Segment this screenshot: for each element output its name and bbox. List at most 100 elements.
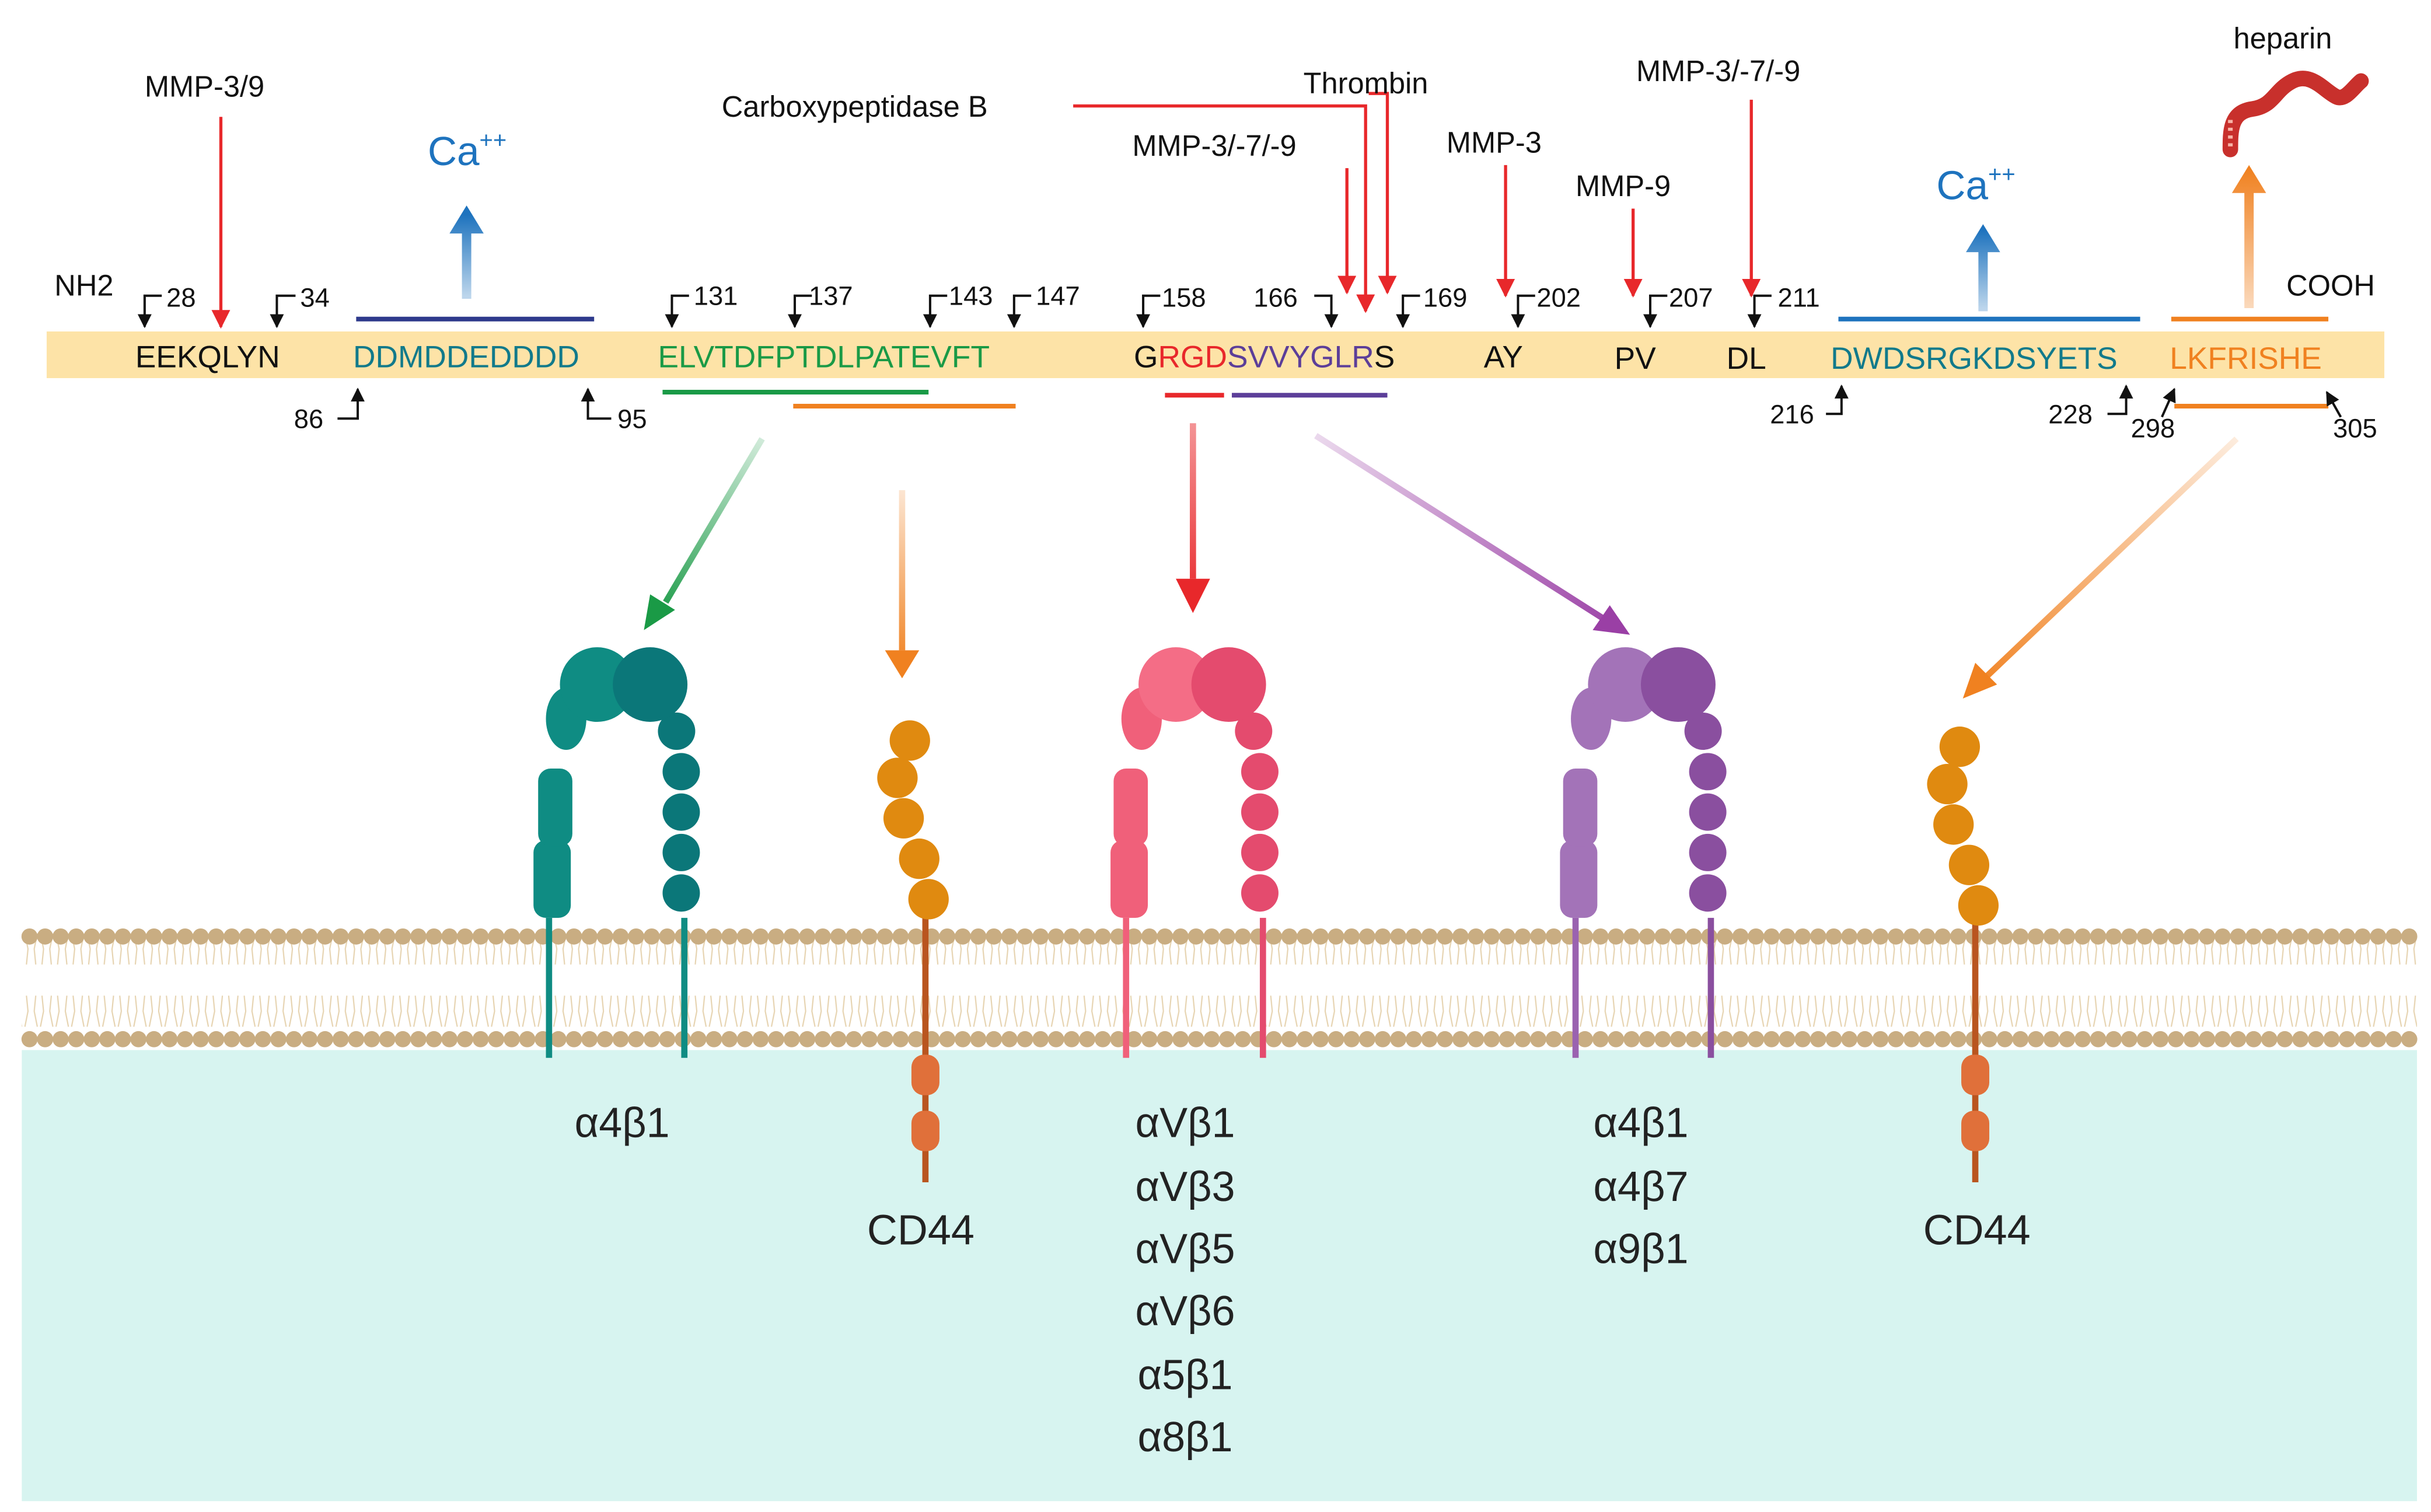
cleavage-arrow-carboxypeptidase [1073,104,1375,313]
lipid-head [1608,928,1625,945]
lipid-head [799,1031,816,1047]
lipid-head [1577,928,1593,945]
lipid-head [2354,928,2371,945]
lipid-head [768,1031,784,1047]
segment-pv: PV [1615,341,1657,376]
lipid-head [1685,928,1702,945]
lipid-head [68,928,85,945]
position-147: 147 [1036,281,1080,311]
segment-rgd: RGD [1158,340,1227,374]
marker-131 [665,294,689,329]
cytoplasm [22,1050,2418,1501]
lipid-head [1888,928,1904,945]
lipid-head [2307,928,2324,945]
segment-eekqlyn: EEKQLYN [135,340,280,374]
lipid-head [783,1031,800,1047]
lipid-head [1810,928,1826,945]
position-131: 131 [694,281,738,311]
lipid-head [1841,928,1858,945]
segment-grgdsvvyglrs: GRGDSVVYGLRS [1134,340,1395,374]
lipid-head [519,1031,536,1047]
lipid-head [830,928,847,945]
lipid-head [2152,928,2169,945]
lipid-head [892,1031,909,1047]
segment-dwdsrgkdsyets: DWDSRGKDSYETS [1831,341,2118,376]
marker-202 [1511,294,1535,329]
lipid-head [1126,928,1142,945]
marker-137 [788,294,812,329]
c-terminus-label: COOH [2286,269,2375,302]
lipid-head [752,1031,769,1047]
marker-34 [270,294,296,329]
lipid-head [1577,1031,1593,1047]
lipid-head [550,1031,567,1047]
protease-carboxypeptidase-b: Carboxypeptidase B [722,90,988,123]
lipid-head [2385,928,2402,945]
lipid-head [114,1031,131,1047]
lipid-head [394,928,411,945]
lipid-head [270,928,287,945]
protease-mmp3: MMP-3 [1447,125,1542,159]
lipid-head [970,1031,987,1047]
lipid-head [1001,928,1018,945]
lipid-head [2121,1031,2137,1047]
lipid-head [596,1031,613,1047]
protease-mmp379-a: MMP-3/-7/-9 [1132,129,1296,162]
lipid-head [68,1031,85,1047]
lipid-head [1297,1031,1314,1047]
lipid-head [1017,928,1033,945]
segment-s: S [1374,340,1395,374]
lipid-head [783,928,800,945]
lipid-head [1234,1031,1251,1047]
lipid-head [2292,1031,2308,1047]
integrin-alpha4b1-icon [533,647,700,1058]
lipid-head [628,1031,645,1047]
lipid-head [1281,1031,1298,1047]
receptor-label-cd44-1: CD44 [867,1207,975,1254]
lipid-head [1514,928,1531,945]
marker-86 [337,387,365,420]
lipid-head [379,1031,396,1047]
lipid-head [1110,928,1127,945]
lipid-head [99,1031,116,1047]
lipid-head [1608,1031,1625,1047]
lipid-head [2168,928,2184,945]
lipid-head [2214,928,2231,945]
lipid-head [2230,1031,2247,1047]
lipid-head [441,1031,458,1047]
lipid-head [1919,928,1936,945]
cd44-icon-2 [1927,727,1999,1182]
lipid-head [1126,1031,1142,1047]
lipid-head [239,1031,256,1047]
lipid-head [1779,1031,1796,1047]
segment-lkfrishe: LKFRISHE [2170,341,2322,376]
lipid-head [177,1031,194,1047]
lipid-head [1359,928,1375,945]
receptor-label-a8b1: α8β1 [1138,1414,1233,1461]
n-terminus-label: NH2 [54,269,113,302]
lipid-head [1452,1031,1469,1047]
integrin-svvyglr-icon [1560,647,1727,1058]
calcium-label-2: Ca++ [1936,162,2015,208]
lipid-head [146,928,162,945]
lipid-head [208,928,225,945]
marker-95 [581,387,612,420]
lipid-head [1592,1031,1609,1047]
lipid-head [1266,928,1282,945]
lipid-head [1390,1031,1407,1047]
lipid-head [1856,1031,1873,1047]
lipid-head [908,928,924,945]
lipid-head [1172,928,1189,945]
lipid-head [441,928,458,945]
lipid-head [1266,1031,1282,1047]
lipid-head [2090,928,2107,945]
lipid-head [2261,928,2278,945]
lipid-head [2276,1031,2293,1047]
receptor-label-a9b1: α9β1 [1593,1226,1688,1273]
binding-arrow-svvyglr [1314,433,1604,620]
segment-svvyglr: SVVYGLR [1227,340,1374,374]
binding-arrowhead-alpha4b1 [644,594,675,630]
lipid-head [2214,1031,2231,1047]
lipid-head [1421,928,1438,945]
cleavage-arrows [211,92,1761,329]
